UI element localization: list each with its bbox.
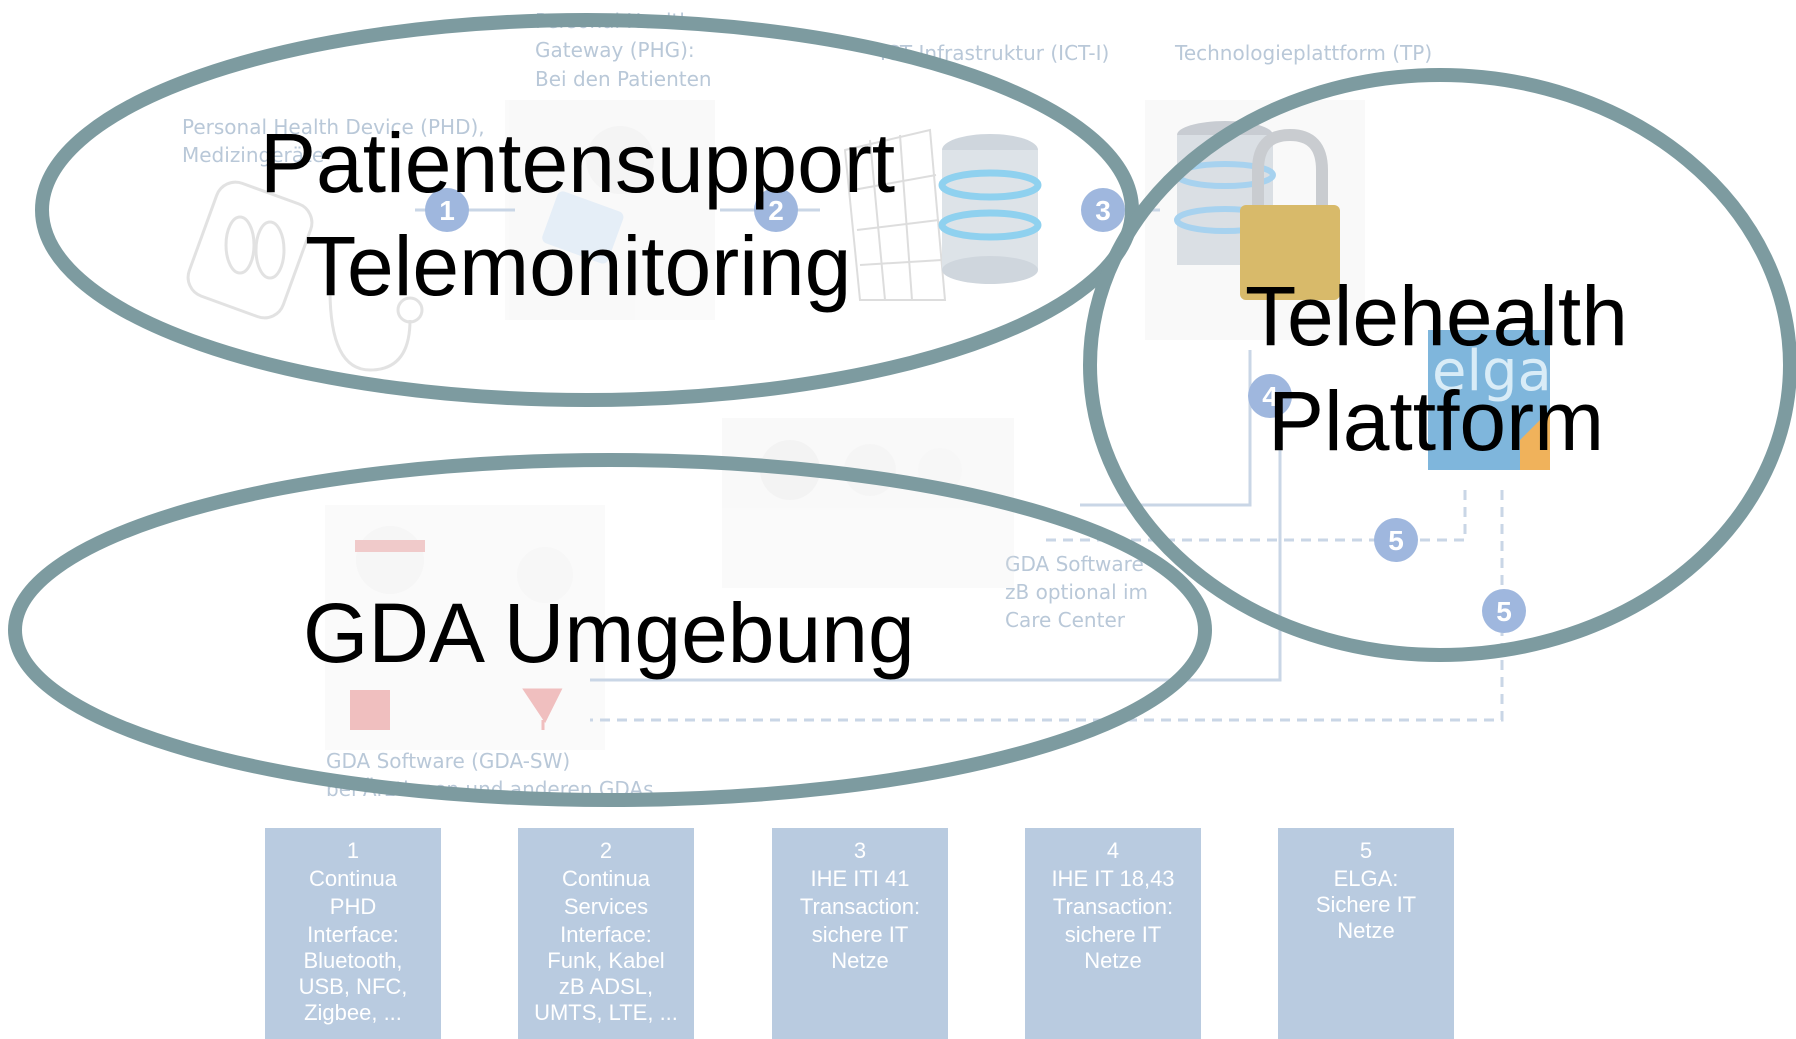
- svg-text:Medizingeräte: Medizingeräte: [182, 143, 324, 167]
- svg-text:Interface:: Interface:: [560, 922, 652, 947]
- svg-text:Zigbee, ...: Zigbee, ...: [304, 1000, 402, 1025]
- phg-label: Personal Health Gateway (PHG): Bei den P…: [535, 9, 712, 91]
- svg-text:zB ADSL,: zB ADSL,: [559, 974, 653, 999]
- svg-text:zB optional im: zB optional im: [1005, 580, 1148, 604]
- svg-text:1: 1: [347, 838, 359, 863]
- svg-text:Interface:: Interface:: [307, 922, 399, 947]
- svg-text:Patientensupport: Patientensupport: [260, 116, 895, 210]
- svg-text:5: 5: [1360, 838, 1372, 863]
- svg-text:2: 2: [600, 838, 612, 863]
- svg-text:1: 1: [439, 195, 455, 226]
- doctor-icon: [325, 505, 605, 750]
- svg-text:Funk, Kabel: Funk, Kabel: [547, 948, 664, 973]
- svg-text:4: 4: [1262, 381, 1278, 412]
- antenna-icon: [843, 128, 947, 301]
- svg-text:Telemonitoring: Telemonitoring: [305, 219, 851, 313]
- telehealth-ellipse: [1083, 68, 1796, 662]
- svg-text:UMTS, LTE, ...: UMTS, LTE, ...: [534, 1000, 678, 1025]
- svg-text:Netze: Netze: [1084, 948, 1141, 973]
- interface-box-4: 4 IHE IT 18,43 Transaction: sichere IT N…: [1025, 828, 1201, 1039]
- svg-text:3: 3: [1095, 195, 1111, 226]
- interface-box-5: 5 ELGA: Sichere IT Netze: [1278, 828, 1454, 1039]
- svg-text:Transaction:: Transaction:: [1053, 894, 1173, 919]
- svg-text:2: 2: [768, 195, 784, 226]
- svg-text:sichere IT: sichere IT: [1065, 922, 1162, 947]
- svg-text:Continua: Continua: [309, 866, 398, 891]
- tablet-person-icon: [505, 100, 715, 320]
- step-circle-4: 4: [1248, 374, 1292, 418]
- care-center-people-icon: [722, 418, 1014, 588]
- svg-text:IHE IT 18,43: IHE IT 18,43: [1051, 866, 1174, 891]
- svg-text:Netze: Netze: [1337, 918, 1394, 943]
- step-circle-5a: 5: [1374, 518, 1418, 562]
- patientensupport-ellipse: [35, 13, 1139, 407]
- svg-text:Telehealth: Telehealth: [1245, 269, 1628, 363]
- database-icon: [938, 134, 1042, 284]
- svg-text:Bluetooth,: Bluetooth,: [303, 948, 402, 973]
- svg-text:Personal Health Device (PHD),: Personal Health Device (PHD),: [182, 115, 485, 139]
- svg-text:sichere IT: sichere IT: [812, 922, 909, 947]
- patientensupport-title: Patientensupport Telemonitoring: [260, 116, 895, 313]
- svg-text:Continua: Continua: [562, 866, 651, 891]
- interface-box-1: 1 Continua PHD Interface: Bluetooth, USB…: [265, 828, 441, 1039]
- svg-text:elga: elga: [1432, 339, 1552, 404]
- svg-text:Services: Services: [564, 894, 648, 919]
- step-circle-2: 2: [754, 188, 798, 232]
- svg-text:ELGA:: ELGA:: [1334, 866, 1399, 891]
- svg-text:3: 3: [854, 838, 866, 863]
- interface-box-3: 3 IHE ITI 41 Transaction: sichere IT Net…: [772, 828, 948, 1039]
- svg-text:GDA Software: GDA Software: [1005, 552, 1144, 576]
- telehealth-title: Telehealth Plattform: [1245, 269, 1628, 468]
- svg-text:PHD: PHD: [330, 894, 376, 919]
- stethoscope-icon: [328, 289, 424, 372]
- gda-ellipse: [8, 453, 1212, 807]
- step-circle-1: 1: [425, 188, 469, 232]
- tp-label: Technologieplattform (TP): [1174, 41, 1432, 65]
- phd-label: Personal Health Device (PHD), Medizinger…: [182, 115, 485, 167]
- interface-box-2: 2 Continua Services Interface: Funk, Kab…: [518, 828, 694, 1039]
- interface-boxes: 1 Continua PHD Interface: Bluetooth, USB…: [265, 828, 1454, 1039]
- elga-logo: elga: [1428, 330, 1552, 470]
- svg-text:5: 5: [1496, 596, 1512, 627]
- svg-text:Sichere IT: Sichere IT: [1316, 892, 1416, 917]
- svg-text:GDA Software (GDA-SW): GDA Software (GDA-SW): [326, 749, 570, 773]
- svg-text:Gateway (PHG):: Gateway (PHG):: [535, 38, 695, 62]
- gda-center-label: GDA Software zB optional im Care Center: [1005, 552, 1148, 632]
- step-circle-5b: 5: [1482, 589, 1526, 633]
- svg-text:Transaction:: Transaction:: [800, 894, 920, 919]
- svg-text:Plattform: Plattform: [1268, 374, 1604, 468]
- svg-text:Bei den Patienten: Bei den Patienten: [535, 67, 712, 91]
- svg-text:4: 4: [1107, 838, 1119, 863]
- gda-title: GDA Umgebung: [303, 586, 915, 680]
- svg-text:IHE ITI 41: IHE ITI 41: [810, 866, 909, 891]
- scale-icon: [186, 180, 314, 320]
- svg-text:Netze: Netze: [831, 948, 888, 973]
- svg-text:USB, NFC,: USB, NFC,: [299, 974, 408, 999]
- step-circle-3: 3: [1081, 188, 1125, 232]
- svg-text:5: 5: [1388, 525, 1404, 556]
- svg-text:Care Center: Care Center: [1005, 608, 1126, 632]
